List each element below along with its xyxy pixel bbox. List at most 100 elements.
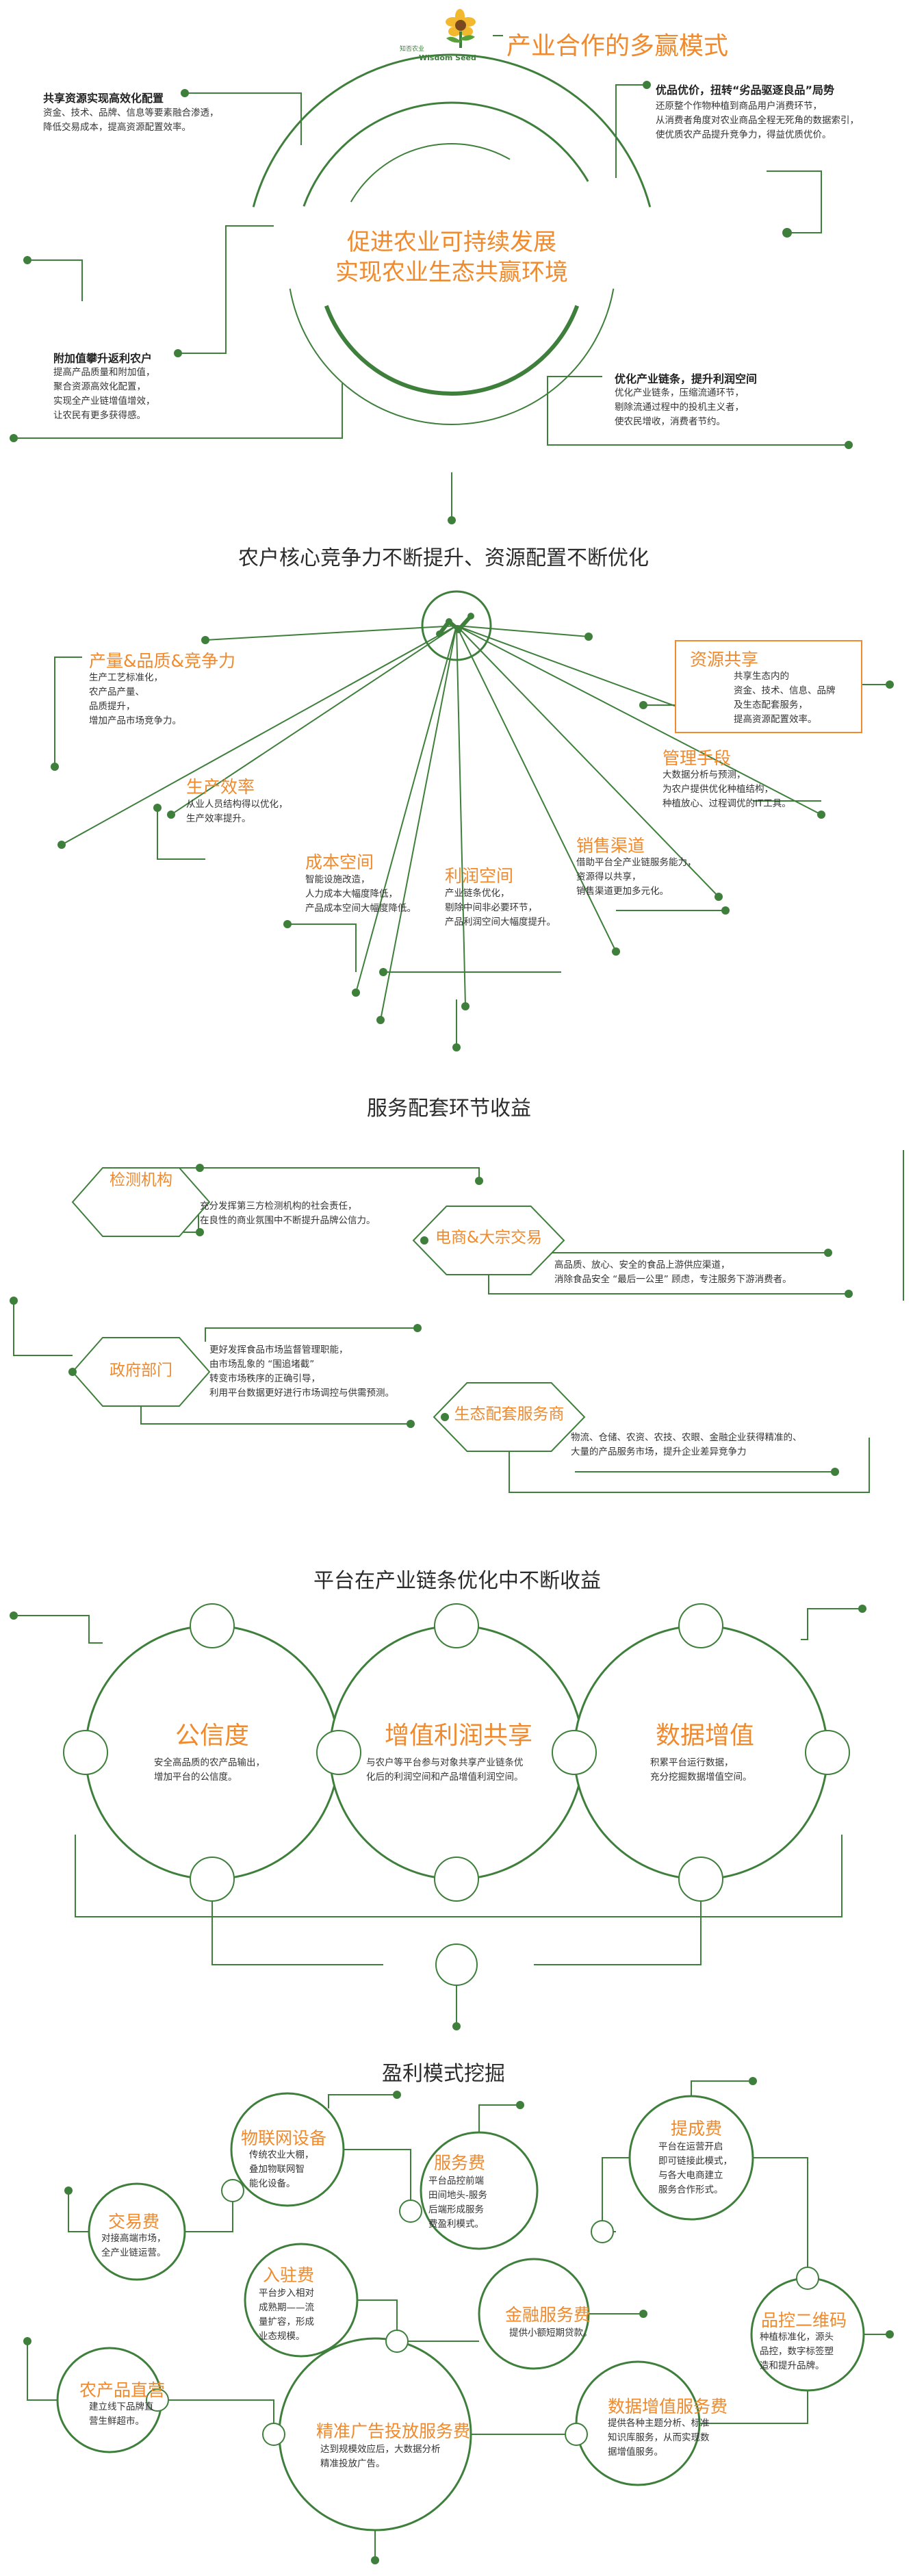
benefit-dot: [174, 349, 182, 357]
hex-government-label: 政府部门: [110, 1362, 172, 1379]
node-quality-head: 产量&品质&竞争力: [89, 651, 235, 671]
mm-ring-5: [478, 2258, 590, 2370]
mm-commission-top: [691, 2080, 753, 2096]
node-resource-text: 共享生态内的资金、技术、信息、品牌及生态配套服务，提高资源配置效率。: [734, 671, 836, 725]
section5-title: 盈利模式挖掘: [382, 2062, 505, 2086]
quality-connector: [615, 84, 647, 178]
hex4-text-dot: [831, 1468, 839, 1476]
quality-tail: [767, 170, 822, 233]
mm-mini-1: [399, 2199, 422, 2223]
ray-cost-2: [380, 625, 457, 1021]
hex-inspection-text: 充分发挥第三方检测机构的社会责任，在良性的商业氛围中不断提升品牌公信力。: [200, 1201, 376, 1226]
share-connector: [185, 92, 302, 145]
circle-node-6: [678, 1603, 723, 1648]
node-efficiency-text: 从业人员结构得以优化，生产效率提升。: [186, 799, 288, 824]
hex-ecoservice-label: 生态配套服务商: [454, 1405, 565, 1423]
ray-quality-dot: [201, 636, 209, 644]
ray-cost-dot: [352, 989, 360, 997]
rail-dot-right: [845, 441, 853, 449]
circles-top-left-dot: [10, 1611, 18, 1620]
ray-resource: [456, 625, 692, 713]
node-efficiency-head: 生产效率: [186, 777, 255, 797]
ray-cost-2-dot: [376, 1016, 385, 1024]
hex-government-text: 更好发挥食品市场监督管理职能，由市场乱象的 “围追堵截”转变市场秩序的正确引导，…: [209, 1344, 394, 1399]
mm-service-top-dot: [516, 2101, 524, 2109]
inner-arc-bottom: [324, 305, 580, 396]
optimize-connector: [547, 376, 849, 446]
mm-mini-3: [385, 2330, 409, 2353]
profit-commission-text: 平台在运营开启即可链接此模式，与各大电商建立服务合作形式。: [658, 2141, 732, 2195]
hex3-left-node: [68, 1368, 77, 1376]
profit-service-head: 服务费: [434, 2153, 486, 2173]
mm-commission-top-dot: [749, 2077, 757, 2085]
node-profit-head: 利润空间: [445, 866, 514, 886]
profit-data-text: 提供各种主题分析、标准知识库服务，从而实现数据增值服务。: [608, 2418, 710, 2458]
hex1-top-dot: [475, 1177, 483, 1185]
inner-arc-bottom-2: [289, 288, 615, 426]
hex-ecommerce-label: 电商&大宗交易: [435, 1229, 542, 1247]
mm-service-top: [478, 2104, 520, 2132]
mm-ring-2: [628, 2095, 754, 2221]
hex2-bottom-dot: [845, 1290, 853, 1298]
ray-quality-low: [61, 625, 457, 845]
profit-commission-head: 提成费: [671, 2119, 723, 2139]
mm-ring-0: [230, 2092, 345, 2207]
share-dot: [181, 89, 189, 97]
circle-node-2: [63, 1730, 108, 1775]
inner-arc-top: [350, 143, 511, 203]
hex3-bottom-dot: [407, 1420, 415, 1428]
resource-share-box: [675, 640, 862, 733]
ray-channel-low: [456, 625, 617, 952]
hex3-top: [205, 1327, 417, 1342]
node-channel-text: 借助平台全产业链服务能力，资源得以共享，销售渠道更加多元化。: [576, 857, 697, 897]
node-manage-head: 管理手段: [663, 748, 732, 768]
circles-base-rail: [75, 1835, 843, 1917]
benefit-text: 提高产品质量和附加值，聚合资源高效化配置，实现全产业链增值增效，让农民有更多获得…: [53, 367, 155, 421]
quality-tail-dot: [782, 228, 792, 238]
hex4-bottom: [509, 1438, 870, 1493]
hex2-text-dot: [824, 1249, 832, 1257]
ray-resource-top-dot: [584, 633, 593, 641]
node-quality-text: 生产工艺标准化，农产品产量、品质提升，增加产品市场竞争力。: [89, 672, 181, 726]
hexagon-inspection: [71, 1167, 211, 1237]
circles-top-left: [14, 1615, 103, 1644]
quality-head: 优品优价，扭转“劣品驱逐良品”局势: [656, 84, 835, 97]
share-head: 共享资源实现高效化配置: [43, 92, 164, 105]
section2-down-dot: [452, 1043, 461, 1051]
circle-node-5: [434, 1857, 479, 1902]
circle-node-8: [552, 1730, 597, 1775]
circle-credibility-ring: [84, 1624, 340, 1880]
cost-base: [287, 923, 357, 972]
section4-title: 平台在产业链条优化中不断收益: [313, 1569, 601, 1593]
circle-credibility-text: 安全高品质的农产品输出，增加平台的公信度。: [154, 1757, 265, 1783]
profit-ads-head: 精准广告投放服务费: [316, 2421, 471, 2441]
profit-finance-head: 金融服务费: [505, 2305, 591, 2325]
resource-right-dot: [886, 680, 894, 689]
section2-title: 农户核心竞争力不断提升、资源配置不断优化: [238, 546, 649, 570]
mm-top: [328, 2094, 397, 2108]
node-cost-text: 智能设施改造，人力成本大幅度降低，产品成本空间大幅度降低。: [305, 874, 416, 914]
hexagon-ecommerce: [412, 1206, 565, 1275]
mm-trade-left-dot: [64, 2186, 73, 2195]
circle-data-value-ring: [573, 1624, 829, 1880]
circle-data-value-head: 数据增值: [655, 1722, 754, 1750]
hub-icon-wrap: [435, 611, 478, 641]
circle-node-4: [434, 1603, 479, 1648]
mm-mini-7: [146, 2388, 169, 2412]
efficiency-base: [157, 808, 205, 860]
efficiency-dot: [153, 804, 162, 812]
hero-text: 促进农业可持续发展实现农业生态共赢环境: [335, 229, 568, 286]
mm-finance-right-dot: [639, 2310, 647, 2318]
hex3-top-dot: [413, 1324, 422, 1332]
hex-inspection-label: 检测机构: [110, 1171, 172, 1189]
circle-profit-share-text: 与农户等平台参与对象共享产业链条优化后的利润空间和产品增值利润空间。: [366, 1757, 524, 1783]
ray-manage-dot: [817, 811, 825, 819]
resource-base-dot: [639, 701, 647, 709]
ray-efficiency: [170, 625, 457, 815]
section1-title: 产业合作的多赢模式: [506, 32, 729, 60]
node-cost-head: 成本空间: [305, 852, 374, 872]
circle-node-0: [190, 1603, 235, 1648]
circle-data-value-text: 积累平台运行数据，充分挖掘数据增值空间。: [650, 1757, 752, 1783]
mm-data-qr: [698, 2389, 808, 2424]
